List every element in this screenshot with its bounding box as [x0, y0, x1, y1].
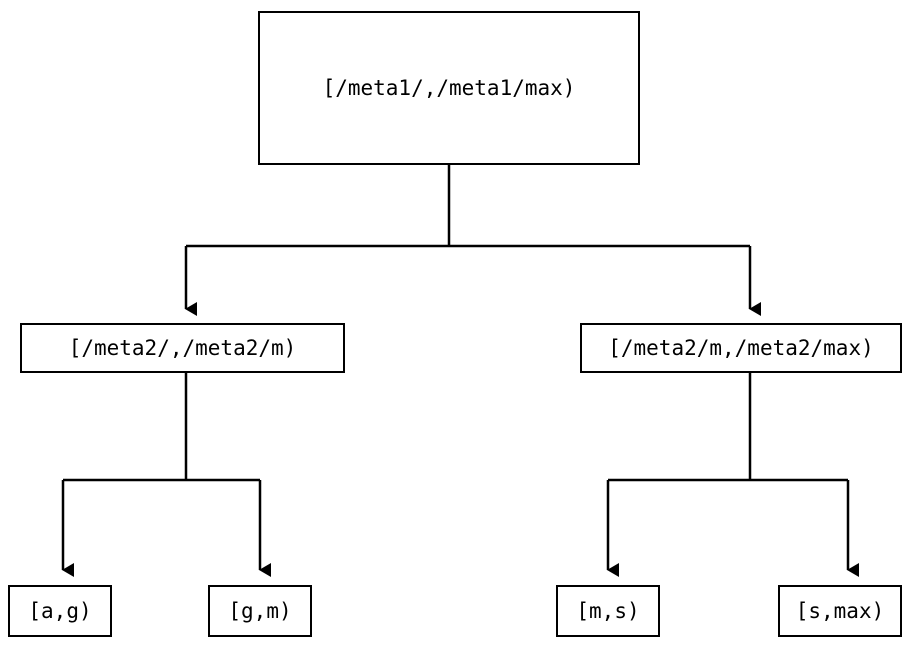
- node-leaf-4-label: [s,max): [795, 598, 885, 623]
- node-mid-right[interactable]: [/meta2/m,/meta2/max): [580, 323, 902, 373]
- node-leaf-1-label: [a,g): [28, 598, 92, 623]
- node-root-label: [/meta1/,/meta1/max): [322, 75, 576, 100]
- node-mid-right-label: [/meta2/m,/meta2/max): [608, 335, 874, 360]
- node-leaf-2[interactable]: [g,m): [208, 585, 312, 637]
- node-leaf-1[interactable]: [a,g): [8, 585, 112, 637]
- node-leaf-4[interactable]: [s,max): [778, 585, 902, 637]
- node-leaf-2-label: [g,m): [228, 598, 292, 623]
- node-leaf-3[interactable]: [m,s): [556, 585, 660, 637]
- node-mid-left[interactable]: [/meta2/,/meta2/m): [20, 323, 345, 373]
- node-root[interactable]: [/meta1/,/meta1/max): [258, 11, 640, 165]
- node-leaf-3-label: [m,s): [576, 598, 640, 623]
- node-mid-left-label: [/meta2/,/meta2/m): [68, 335, 297, 360]
